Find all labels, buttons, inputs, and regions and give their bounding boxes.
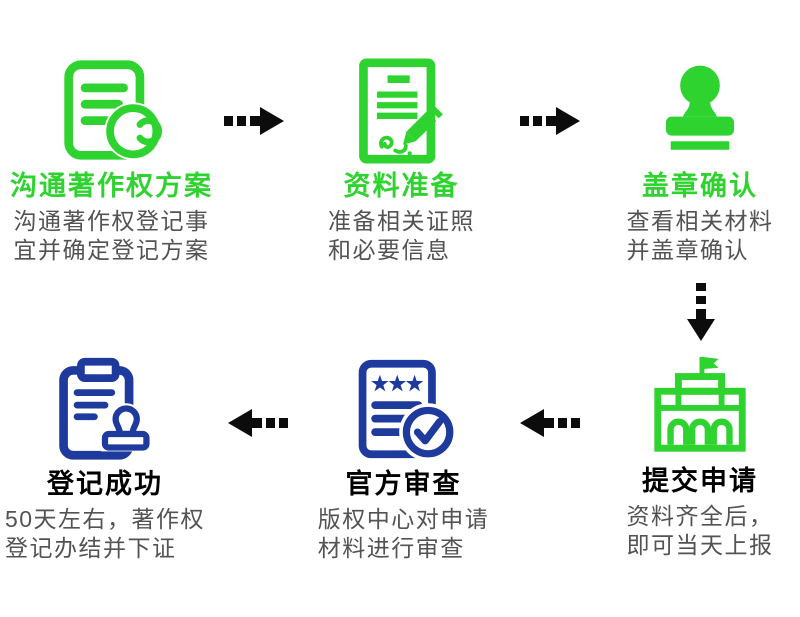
step-title: 资料准备	[343, 171, 460, 201]
step-prepare-materials: 资料准备 准备相关证照 和必要信息	[294, 55, 509, 265]
dashed-arrow-left-icon	[226, 406, 288, 445]
desc-line: 资料齐全后，	[626, 503, 774, 529]
step-description: 版权中心对申请 材料进行审查	[318, 505, 490, 563]
dashed-arrow-right-icon	[520, 104, 582, 143]
desc-line: 材料进行审查	[317, 535, 465, 561]
step-official-review: 官方审查 版权中心对申请 材料进行审查	[296, 353, 511, 563]
desc-line: 并盖章确认	[626, 237, 749, 263]
step-communicate-plan: 沟通著作权方案 沟通著作权登记事 宜并确定登记方案	[4, 55, 219, 265]
step-stamp-confirm: 盖章确认 查看相关材料 并盖章确认	[597, 55, 800, 265]
desc-line: 即可当天上报	[626, 532, 774, 558]
step-description: 沟通著作权登记事 宜并确定登记方案	[14, 207, 210, 265]
step-title: 盖章确认	[642, 171, 758, 201]
desc-line: 登记办结并下证	[4, 535, 177, 561]
document-pencil-icon	[349, 55, 455, 167]
step-description: 准备相关证照 和必要信息	[328, 207, 475, 265]
step-description: 50天左右，著作权 登记办结并下证	[5, 505, 205, 563]
step-description: 资料齐全后， 即可当天上报	[627, 502, 774, 560]
desc-line: 50天左右，著作权	[4, 506, 206, 532]
step-title: 官方审查	[345, 469, 462, 499]
step-title: 登记成功	[47, 469, 163, 499]
step-title: 提交申请	[642, 466, 758, 496]
desc-line: 宜并确定登记方案	[13, 237, 210, 263]
dashed-arrow-right-icon	[224, 104, 286, 143]
government-building-icon	[646, 350, 754, 462]
desc-line: 沟通著作权登记事	[13, 208, 210, 234]
document-check-icon	[351, 353, 457, 465]
document-copyright-icon	[59, 55, 165, 167]
step-submit-application: 提交申请 资料齐全后， 即可当天上报	[597, 350, 800, 560]
desc-line: 准备相关证照	[328, 208, 475, 234]
desc-line: 和必要信息	[328, 237, 451, 263]
dashed-arrow-down-icon	[684, 283, 718, 348]
desc-line: 查看相关材料	[626, 208, 774, 234]
step-registration-success: 登记成功 50天左右，著作权 登记办结并下证	[0, 353, 210, 563]
step-description: 查看相关材料 并盖章确认	[627, 207, 774, 265]
clipboard-stamp-icon	[52, 353, 158, 465]
dashed-arrow-left-icon	[518, 406, 580, 445]
step-title: 沟通著作权方案	[10, 171, 213, 201]
desc-line: 版权中心对申请	[317, 506, 490, 532]
stamp-icon	[648, 55, 752, 167]
